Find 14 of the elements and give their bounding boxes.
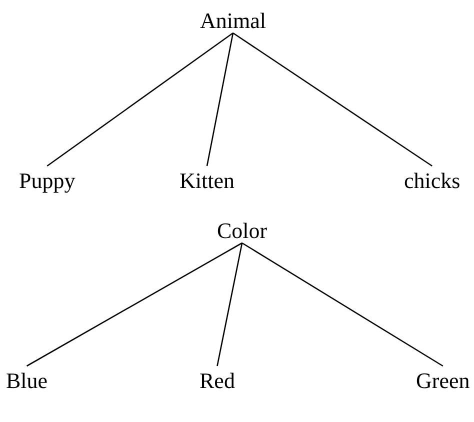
- node-label: Color: [217, 218, 268, 244]
- node-label: Kitten: [180, 168, 234, 194]
- connector-line: [216, 242, 243, 366]
- node-label: Animal: [200, 8, 266, 34]
- node-label: Green: [416, 368, 470, 394]
- connector-line: [206, 32, 234, 166]
- node-label: Blue: [6, 368, 48, 394]
- node-label: chicks: [404, 168, 460, 194]
- connector-line: [46, 32, 234, 167]
- connector-line: [232, 32, 432, 167]
- connector-line: [26, 242, 242, 367]
- node-label: Red: [200, 368, 235, 394]
- connector-line: [242, 242, 444, 367]
- node-label: Puppy: [19, 168, 76, 194]
